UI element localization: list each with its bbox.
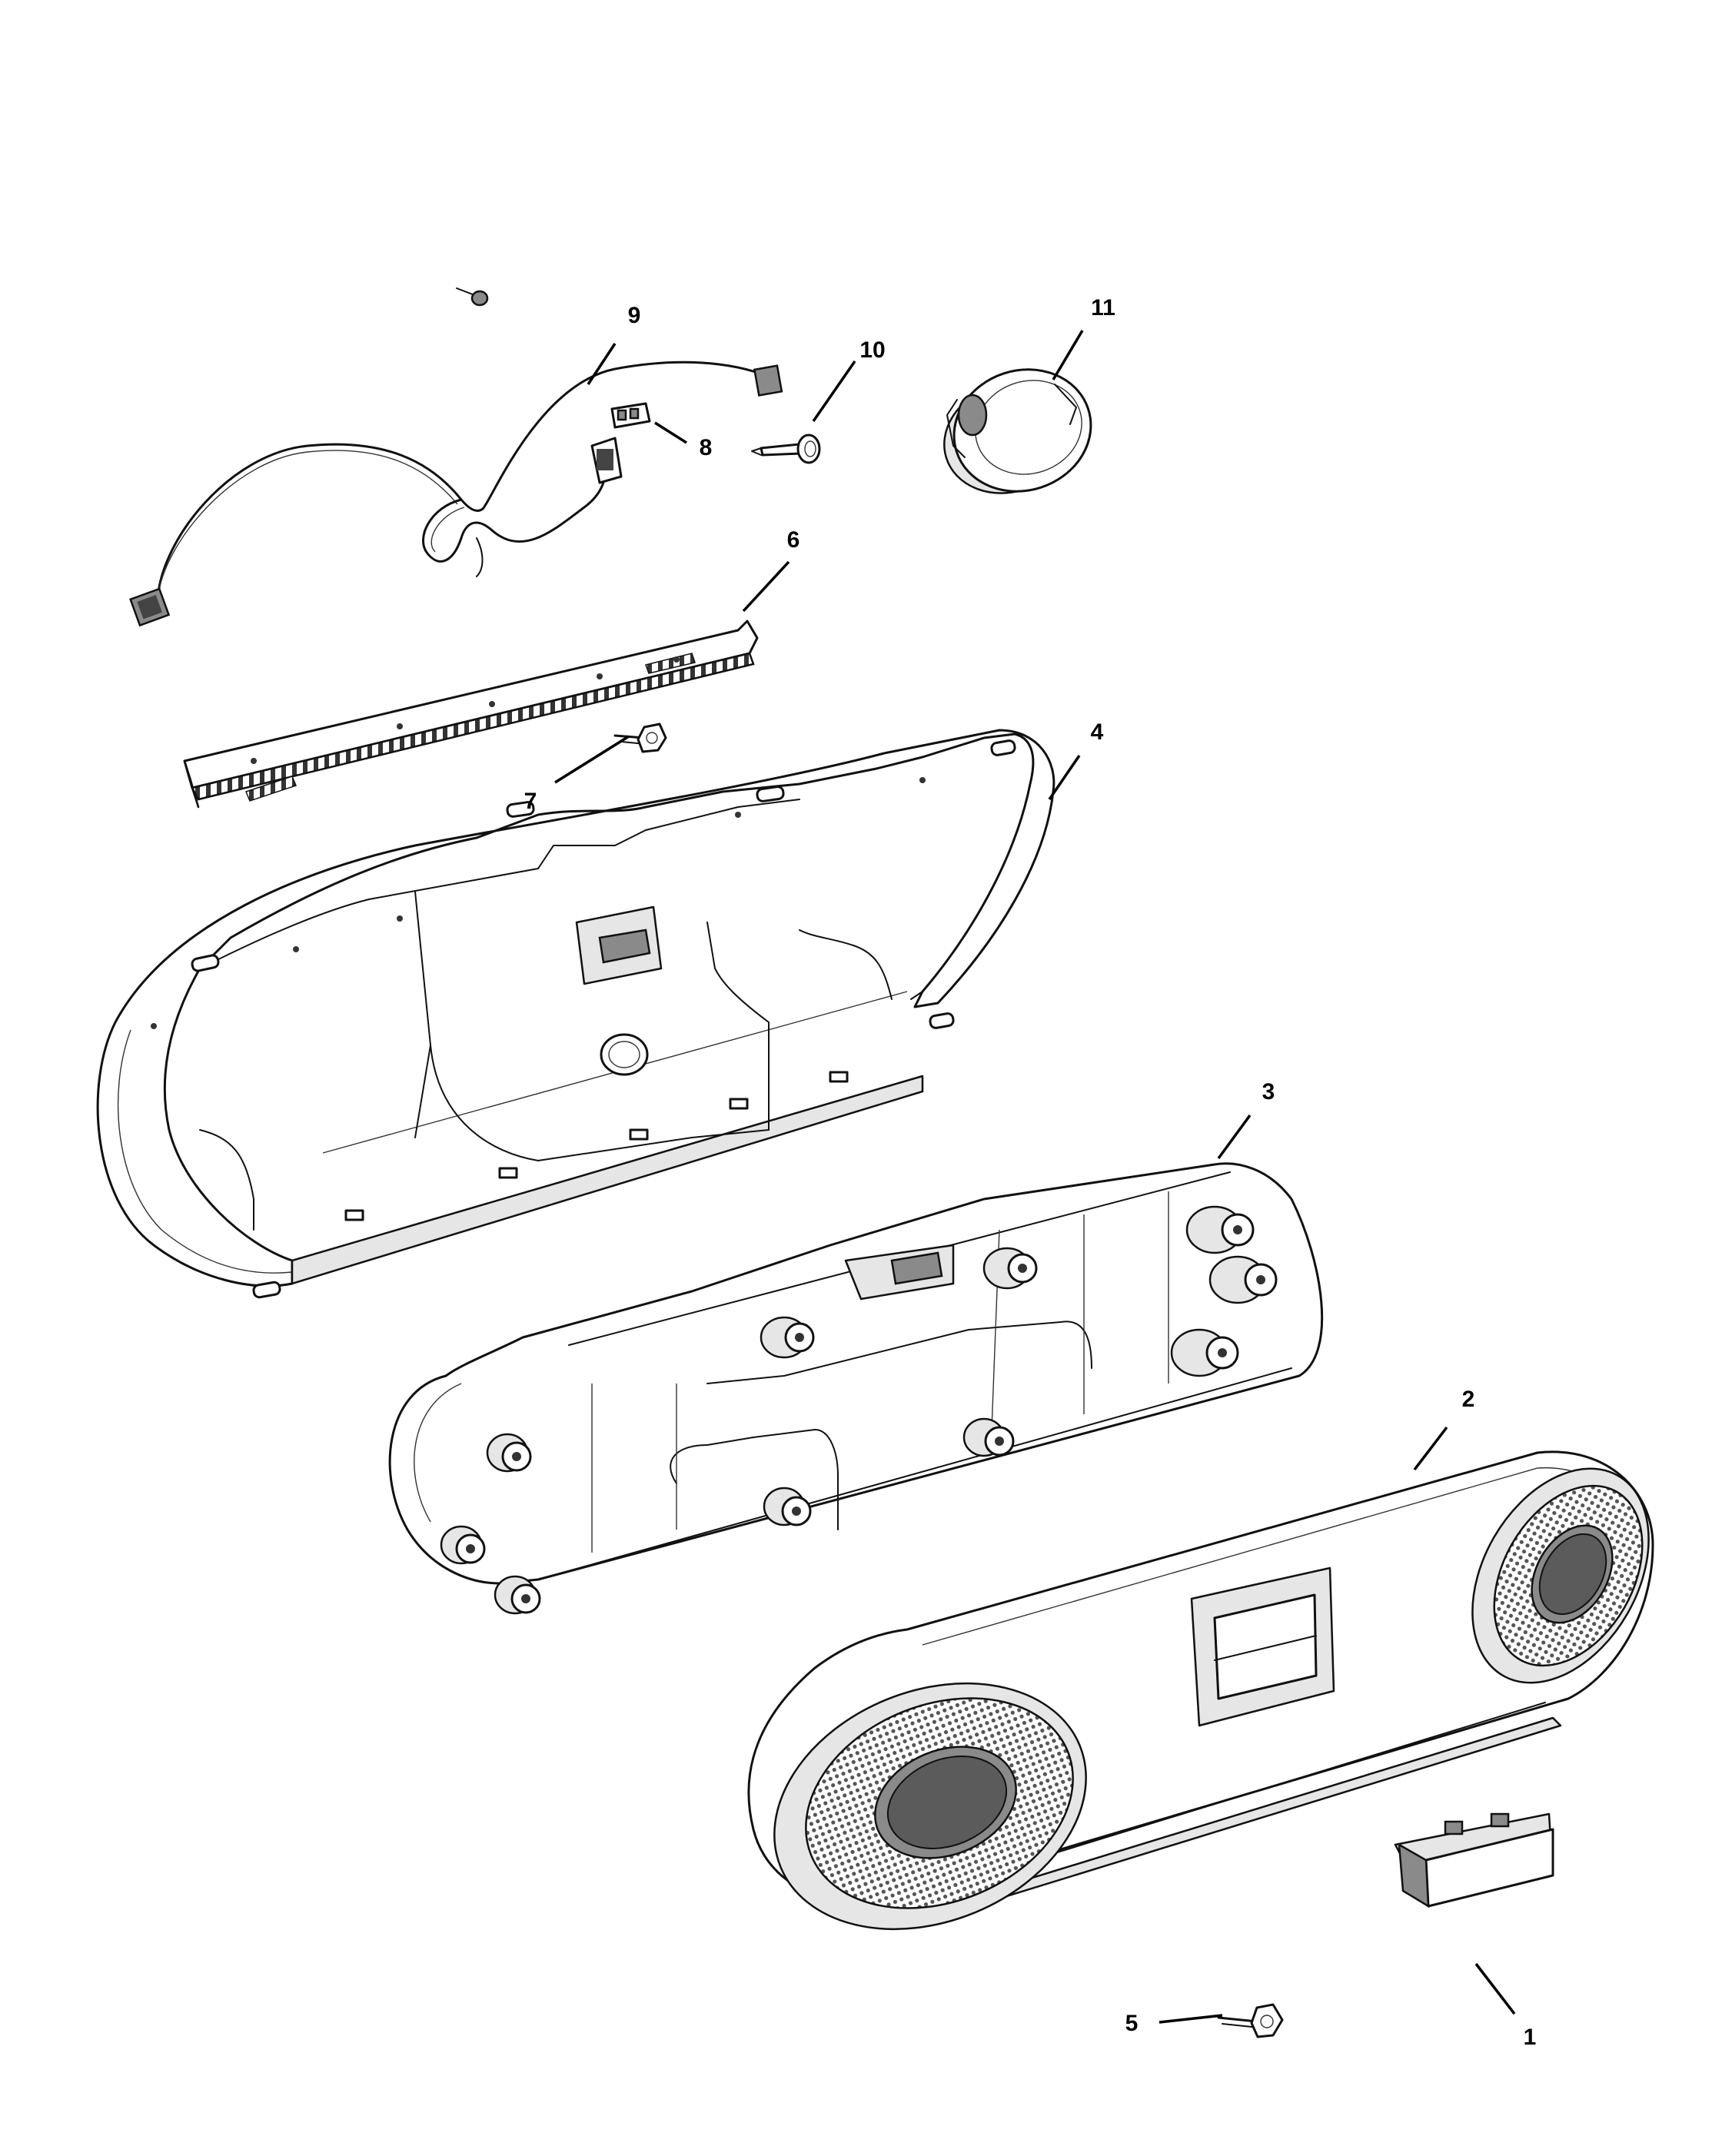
wiring-harness-part <box>129 360 783 627</box>
callout-5: 5 <box>1125 2011 1139 2036</box>
push-pin-part <box>751 434 821 464</box>
callout-4: 4 <box>1091 719 1104 745</box>
leader-8 <box>654 421 687 444</box>
callout-labels: 9 10 11 8 6 7 4 3 2 1 5 <box>524 295 1537 2050</box>
leader-2 <box>1413 1426 1448 1471</box>
leader-11 <box>1052 330 1084 380</box>
leader-10 <box>812 360 856 422</box>
hinge-bar-part <box>183 620 759 809</box>
callout-6: 6 <box>787 527 800 553</box>
speaker-part <box>943 368 1092 494</box>
inner-housing-part <box>388 1162 1324 1615</box>
leader-1 <box>1474 1962 1516 2015</box>
leader-6 <box>742 560 790 613</box>
callout-11: 11 <box>1091 295 1115 321</box>
leader-5 <box>1159 2014 1223 2024</box>
bolt-5-part <box>1217 2003 1284 2038</box>
callout-2: 2 <box>1462 1387 1475 1412</box>
callout-10: 10 <box>859 337 885 363</box>
callout-9: 9 <box>628 303 641 328</box>
leader-7 <box>554 735 630 784</box>
bolt-7-part <box>613 723 667 753</box>
callout-7: 7 <box>524 789 537 814</box>
end-cover-part <box>1394 1812 1554 1909</box>
leader-9 <box>587 343 617 385</box>
leader-3 <box>1217 1114 1252 1160</box>
front-grille-panel-part <box>747 1450 1654 1931</box>
outer-housing-part <box>96 729 1055 1299</box>
callout-8: 8 <box>700 435 713 460</box>
callout-1: 1 <box>1524 2025 1537 2050</box>
callout-3: 3 <box>1262 1079 1275 1105</box>
leader-4 <box>1048 755 1081 800</box>
small-screw-part <box>456 287 489 307</box>
leader-lines <box>554 330 1516 2024</box>
clip-connector-part <box>610 402 651 429</box>
